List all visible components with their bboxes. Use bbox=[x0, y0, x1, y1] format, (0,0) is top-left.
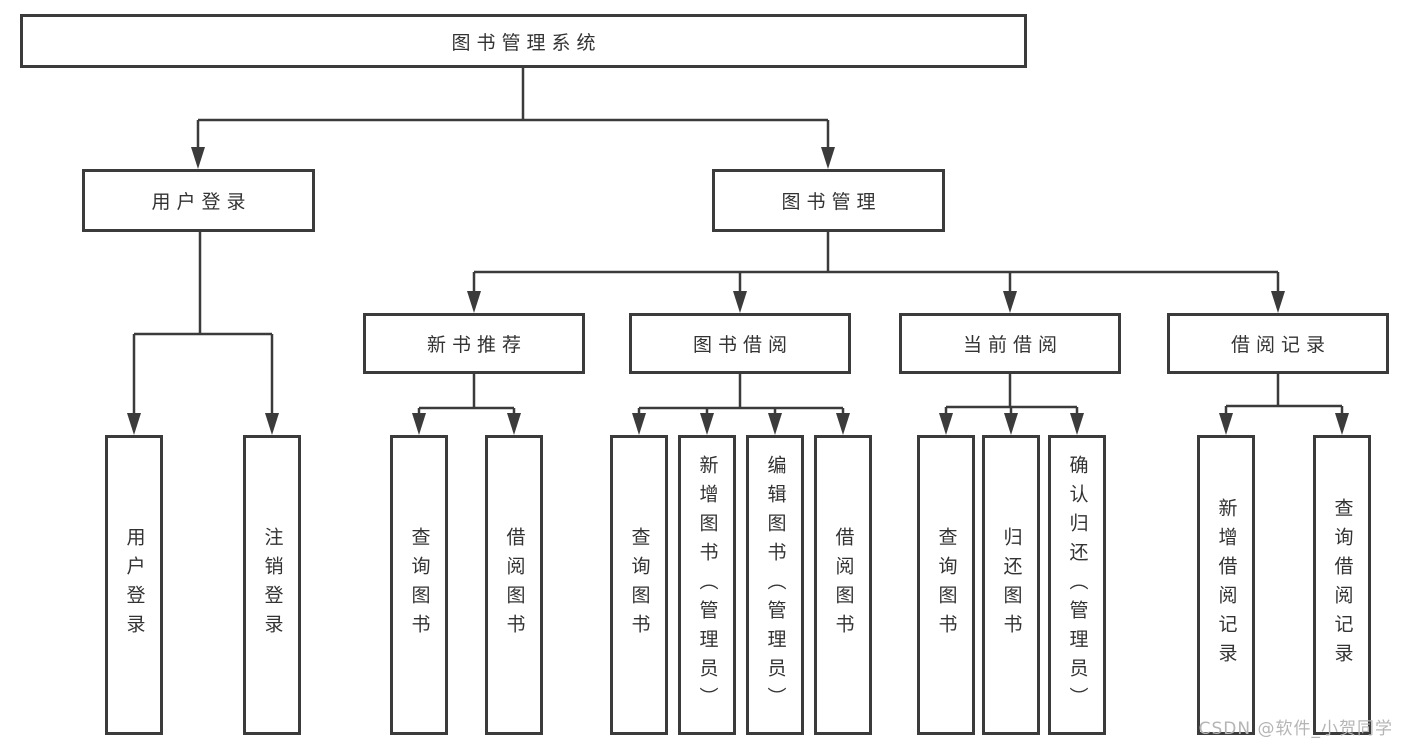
node-user-login: 用户登录 bbox=[82, 169, 315, 232]
arrowhead-icons bbox=[127, 147, 1349, 435]
leaf-rec-borrow-books: 借阅图书 bbox=[485, 435, 543, 735]
leaf-add-borrow-record: 新增借阅记录 bbox=[1197, 435, 1255, 735]
leaf-borrow-query-books: 查询图书 bbox=[610, 435, 668, 735]
node-borrow-records: 借阅记录 bbox=[1167, 313, 1389, 374]
node-root: 图书管理系统 bbox=[20, 14, 1027, 68]
leaf-edit-book-admin: 编辑图书（管理员） bbox=[746, 435, 804, 735]
node-new-book-rec: 新书推荐 bbox=[363, 313, 585, 374]
leaf-borrow-books: 借阅图书 bbox=[814, 435, 872, 735]
leaf-add-book-admin: 新增图书（管理员） bbox=[678, 435, 736, 735]
leaf-current-query-books: 查询图书 bbox=[917, 435, 975, 735]
leaf-rec-query-books: 查询图书 bbox=[390, 435, 448, 735]
leaf-user-login: 用户登录 bbox=[105, 435, 163, 735]
leaf-return-books: 归还图书 bbox=[982, 435, 1040, 735]
csdn-watermark: CSDN @软件_小贺同学 bbox=[1198, 719, 1393, 739]
leaf-query-borrow-record: 查询借阅记录 bbox=[1313, 435, 1371, 735]
node-current-borrow: 当前借阅 bbox=[899, 313, 1121, 374]
leaf-confirm-return-admin: 确认归还（管理员） bbox=[1048, 435, 1106, 735]
leaf-logout: 注销登录 bbox=[243, 435, 301, 735]
connector-path bbox=[132, 68, 1344, 414]
node-book-mgmt: 图书管理 bbox=[712, 169, 945, 232]
node-book-borrow: 图书借阅 bbox=[629, 313, 851, 374]
